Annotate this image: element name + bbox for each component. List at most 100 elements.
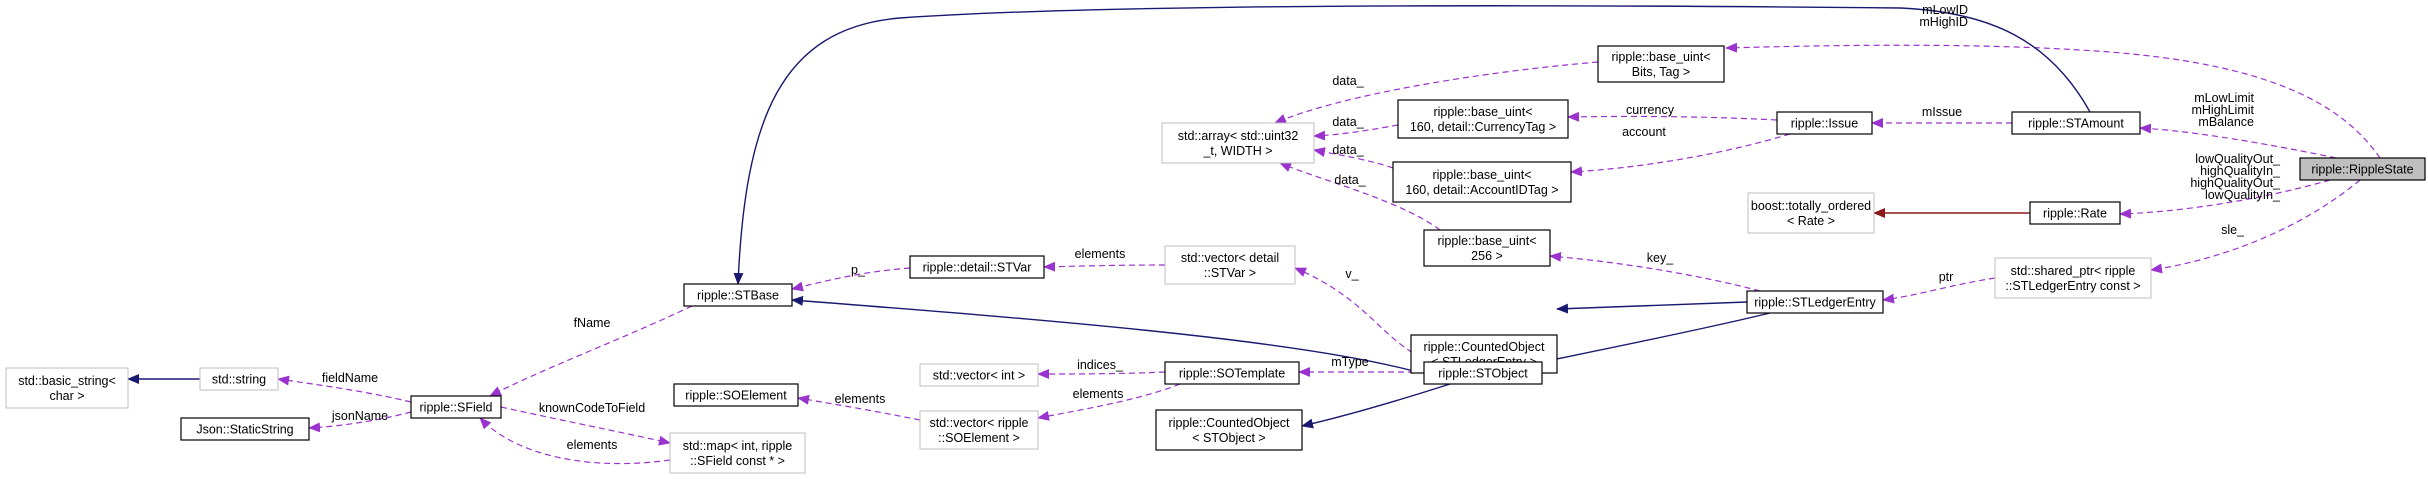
edge-label-limits-balance: mHighLimit bbox=[2191, 103, 2254, 117]
node-box bbox=[919, 363, 1039, 387]
node-label: ripple::CountedObject bbox=[1169, 416, 1290, 430]
node-shared-ptr-le[interactable]: std::shared_ptr< ripple::STLedgerEntry c… bbox=[1994, 257, 2152, 299]
node-label: ripple::SField bbox=[420, 401, 493, 415]
node-label: ripple::STLedgerEntry bbox=[1754, 296, 1876, 310]
node-label: ripple::base_uint< bbox=[1433, 105, 1532, 119]
node-st-object[interactable]: ripple::STObject bbox=[1423, 361, 1543, 385]
edge-label-quality: lowQualityIn_ bbox=[2205, 188, 2281, 202]
edge-label-quality: lowQualityOut_ bbox=[2195, 152, 2281, 166]
node-label: 160, detail::CurrencyTag > bbox=[1410, 120, 1556, 134]
node-label: ripple::CountedObject bbox=[1424, 340, 1545, 354]
edge-label-sle: sle_ bbox=[2221, 223, 2245, 237]
node-base-uint-bits-tag[interactable]: ripple::base_uint<Bits, Tag > bbox=[1597, 45, 1725, 83]
node-label: ripple::RippleState bbox=[2311, 163, 2413, 177]
edge-label-elements-so: elements bbox=[1073, 387, 1124, 401]
node-box bbox=[1423, 361, 1543, 385]
node-label: std::shared_ptr< ripple bbox=[2011, 264, 2136, 278]
node-box bbox=[5, 367, 129, 409]
edge-label-p: p_ bbox=[851, 263, 866, 277]
node-label: ripple::STAmount bbox=[2028, 117, 2124, 131]
node-st-ledger-entry[interactable]: ripple::STLedgerEntry bbox=[1746, 290, 1884, 314]
node-box bbox=[1164, 361, 1300, 385]
node-label: ripple::STBase bbox=[697, 289, 779, 303]
edge-low_high_id bbox=[1725, 42, 2381, 159]
node-box bbox=[1164, 245, 1296, 285]
edge-label-quality: highQualityOut_ bbox=[2190, 176, 2281, 190]
node-issue[interactable]: ripple::Issue bbox=[1776, 111, 1873, 135]
node-base-uint-256[interactable]: ripple::base_uint<256 > bbox=[1423, 229, 1551, 267]
node-box bbox=[683, 283, 793, 307]
node-label: ripple::SOElement bbox=[685, 389, 787, 403]
node-stvar[interactable]: ripple::detail::STVar bbox=[909, 255, 1045, 279]
node-rate[interactable]: ripple::Rate bbox=[2029, 201, 2121, 225]
edge-labels: mLowIDmHighIDmLowLimitmHighLimitmBalance… bbox=[322, 3, 2281, 452]
edge-label-m-type: mType bbox=[1331, 355, 1369, 369]
node-sfield[interactable]: ripple::SField bbox=[410, 395, 502, 419]
node-st-base[interactable]: ripple::STBase bbox=[683, 283, 793, 307]
node-vector-int[interactable]: std::vector< int > bbox=[919, 363, 1039, 387]
node-label: std::string bbox=[212, 373, 266, 387]
node-json-static-string[interactable]: Json::StaticString bbox=[180, 417, 310, 441]
node-label: ripple::Issue bbox=[1791, 117, 1858, 131]
node-box bbox=[673, 383, 799, 407]
node-base-uint-currency[interactable]: ripple::base_uint<160, detail::CurrencyT… bbox=[1397, 99, 1569, 139]
edge-label-m-issue: mIssue bbox=[1922, 105, 1962, 119]
node-box bbox=[1161, 122, 1315, 164]
node-box bbox=[199, 367, 279, 391]
node-box bbox=[1597, 45, 1725, 83]
edge-label-low-high-id: mHighID bbox=[1919, 15, 1968, 29]
node-box bbox=[180, 417, 310, 441]
edge-label-elements-stvar: elements bbox=[1075, 247, 1126, 261]
node-so-element[interactable]: ripple::SOElement bbox=[673, 383, 799, 407]
node-so-template[interactable]: ripple::SOTemplate bbox=[1164, 361, 1300, 385]
node-vector-stvar[interactable]: std::vector< detail::STVar > bbox=[1164, 245, 1296, 285]
edge-label-data-256: data_ bbox=[1334, 173, 1366, 187]
node-vector-so-element[interactable]: std::vector< ripple::SOElement > bbox=[919, 410, 1039, 450]
edge-label-data-bits: data_ bbox=[1332, 74, 1364, 88]
node-box bbox=[1994, 257, 2152, 299]
node-label: ::STVar > bbox=[1204, 266, 1256, 280]
node-std-array[interactable]: std::array< std::uint32_t, WIDTH > bbox=[1161, 122, 1315, 164]
node-label: std::vector< ripple bbox=[929, 416, 1028, 430]
edge-link-26 bbox=[791, 295, 1418, 373]
node-boost-totally-ordered[interactable]: boost::totally_ordered< Rate > bbox=[1747, 192, 1875, 234]
node-map-int-sfield[interactable]: std::map< int, ripple::SField const * > bbox=[669, 432, 806, 474]
node-box bbox=[1776, 111, 1873, 135]
node-box bbox=[1397, 99, 1569, 139]
edge-indices bbox=[1037, 368, 1166, 379]
node-label: < Rate > bbox=[1787, 214, 1835, 228]
node-box bbox=[1392, 161, 1572, 203]
node-label: boost::totally_ordered bbox=[1751, 199, 1871, 213]
node-basic-string[interactable]: std::basic_string<char > bbox=[5, 367, 129, 409]
edge-data_bits bbox=[1274, 61, 1599, 124]
edge-json_name bbox=[308, 411, 412, 433]
edge-p bbox=[791, 267, 911, 292]
node-st-amount[interactable]: ripple::STAmount bbox=[2011, 111, 2141, 135]
node-std-string[interactable]: std::string bbox=[199, 367, 279, 391]
edge-link-29 bbox=[1301, 383, 1451, 429]
node-counted-object-obj[interactable]: ripple::CountedObject< STObject > bbox=[1155, 409, 1303, 451]
nodes: ripple::RippleStateripple::STAmountrippl… bbox=[5, 45, 2426, 474]
node-label: ripple::base_uint< bbox=[1437, 234, 1536, 248]
edge-known_code bbox=[500, 406, 671, 446]
edge-label-key: key_ bbox=[1647, 251, 1674, 265]
node-label: char > bbox=[49, 389, 84, 403]
node-label: ripple::SOTemplate bbox=[1179, 367, 1285, 381]
edge-elements_so bbox=[1037, 383, 1181, 421]
node-box bbox=[909, 255, 1045, 279]
edge-limits_balance bbox=[2139, 123, 2337, 159]
edge-key bbox=[1549, 251, 1761, 292]
node-box bbox=[669, 432, 806, 474]
node-label: ripple::detail::STVar bbox=[923, 261, 1032, 275]
node-label: 160, detail::AccountIDTag > bbox=[1405, 183, 1558, 197]
node-base-uint-account[interactable]: ripple::base_uint<160, detail::AccountID… bbox=[1392, 161, 1572, 203]
edge-label-elements-soelement: elements bbox=[835, 392, 886, 406]
node-label: ripple::STObject bbox=[1438, 367, 1528, 381]
node-label: 256 > bbox=[1471, 249, 1503, 263]
node-ripple-state[interactable]: ripple::RippleState bbox=[2299, 157, 2426, 181]
node-box bbox=[2011, 111, 2141, 135]
edge-label-json-name: jsonName bbox=[331, 409, 388, 423]
edge-label-account: account bbox=[1622, 125, 1666, 139]
edge-v bbox=[1294, 267, 1431, 363]
